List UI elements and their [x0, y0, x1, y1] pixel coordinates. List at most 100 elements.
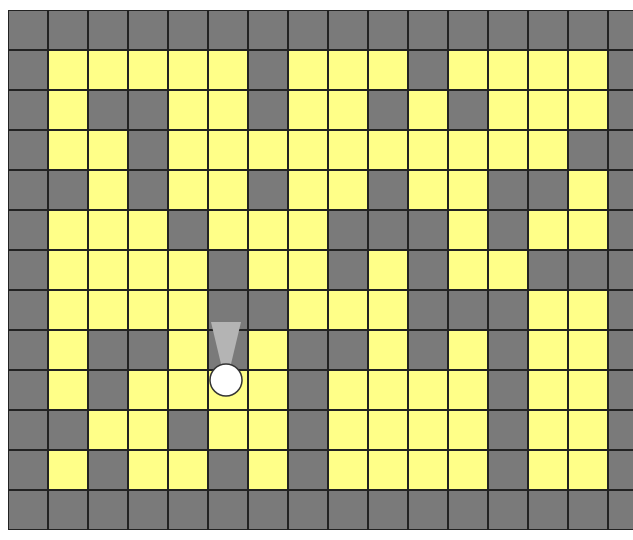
wall-cell: [208, 330, 248, 370]
floor-cell: [448, 210, 488, 250]
floor-cell: [368, 250, 408, 290]
wall-cell: [368, 490, 408, 530]
wall-cell: [608, 130, 633, 170]
floor-cell: [208, 50, 248, 90]
wall-cell: [488, 410, 528, 450]
wall-cell: [168, 10, 208, 50]
floor-cell: [48, 370, 88, 410]
wall-cell: [328, 10, 368, 50]
wall-cell: [328, 250, 368, 290]
floor-cell: [568, 170, 608, 210]
floor-cell: [568, 330, 608, 370]
floor-cell: [568, 290, 608, 330]
floor-cell: [568, 210, 608, 250]
floor-cell: [288, 90, 328, 130]
floor-cell: [168, 290, 208, 330]
wall-cell: [568, 10, 608, 50]
wall-cell: [8, 450, 48, 490]
floor-cell: [368, 330, 408, 370]
floor-cell: [528, 450, 568, 490]
floor-cell: [208, 130, 248, 170]
wall-cell: [88, 10, 128, 50]
floor-cell: [368, 50, 408, 90]
wall-cell: [488, 170, 528, 210]
wall-cell: [448, 290, 488, 330]
floor-cell: [48, 50, 88, 90]
floor-cell: [88, 210, 128, 250]
floor-cell: [248, 210, 288, 250]
floor-cell: [448, 50, 488, 90]
floor-cell: [368, 130, 408, 170]
wall-cell: [168, 210, 208, 250]
wall-cell: [608, 330, 633, 370]
wall-cell: [48, 10, 88, 50]
floor-cell: [568, 450, 608, 490]
maze-board: [8, 10, 633, 530]
floor-cell: [288, 210, 328, 250]
floor-cell: [168, 170, 208, 210]
wall-cell: [288, 490, 328, 530]
wall-cell: [8, 210, 48, 250]
wall-cell: [8, 50, 48, 90]
floor-cell: [248, 330, 288, 370]
floor-cell: [128, 210, 168, 250]
floor-cell: [248, 130, 288, 170]
floor-cell: [128, 410, 168, 450]
floor-cell: [448, 250, 488, 290]
wall-cell: [128, 330, 168, 370]
floor-cell: [488, 90, 528, 130]
floor-cell: [208, 370, 248, 410]
wall-cell: [568, 130, 608, 170]
wall-cell: [168, 410, 208, 450]
wall-cell: [8, 130, 48, 170]
floor-cell: [528, 290, 568, 330]
wall-cell: [528, 490, 568, 530]
wall-cell: [488, 290, 528, 330]
floor-cell: [168, 50, 208, 90]
wall-cell: [208, 250, 248, 290]
floor-cell: [48, 330, 88, 370]
floor-cell: [408, 410, 448, 450]
floor-cell: [528, 410, 568, 450]
wall-cell: [128, 170, 168, 210]
wall-cell: [488, 10, 528, 50]
floor-cell: [368, 370, 408, 410]
floor-cell: [288, 290, 328, 330]
floor-cell: [128, 370, 168, 410]
wall-cell: [288, 410, 328, 450]
floor-cell: [528, 330, 568, 370]
floor-cell: [208, 90, 248, 130]
wall-cell: [88, 90, 128, 130]
floor-cell: [88, 170, 128, 210]
wall-cell: [88, 330, 128, 370]
floor-cell: [568, 410, 608, 450]
wall-cell: [608, 490, 633, 530]
floor-cell: [328, 370, 368, 410]
floor-cell: [168, 450, 208, 490]
wall-cell: [608, 90, 633, 130]
floor-cell: [568, 90, 608, 130]
wall-cell: [408, 210, 448, 250]
floor-cell: [48, 90, 88, 130]
floor-cell: [248, 250, 288, 290]
floor-cell: [208, 170, 248, 210]
floor-cell: [488, 50, 528, 90]
wall-cell: [528, 170, 568, 210]
floor-cell: [168, 90, 208, 130]
floor-cell: [48, 250, 88, 290]
wall-cell: [8, 290, 48, 330]
floor-cell: [528, 210, 568, 250]
floor-cell: [128, 250, 168, 290]
wall-cell: [208, 290, 248, 330]
floor-cell: [168, 330, 208, 370]
floor-cell: [528, 370, 568, 410]
floor-cell: [328, 450, 368, 490]
floor-cell: [248, 370, 288, 410]
wall-cell: [408, 50, 448, 90]
wall-cell: [48, 170, 88, 210]
floor-cell: [528, 90, 568, 130]
wall-cell: [328, 210, 368, 250]
floor-cell: [328, 290, 368, 330]
wall-cell: [288, 450, 328, 490]
wall-cell: [568, 250, 608, 290]
